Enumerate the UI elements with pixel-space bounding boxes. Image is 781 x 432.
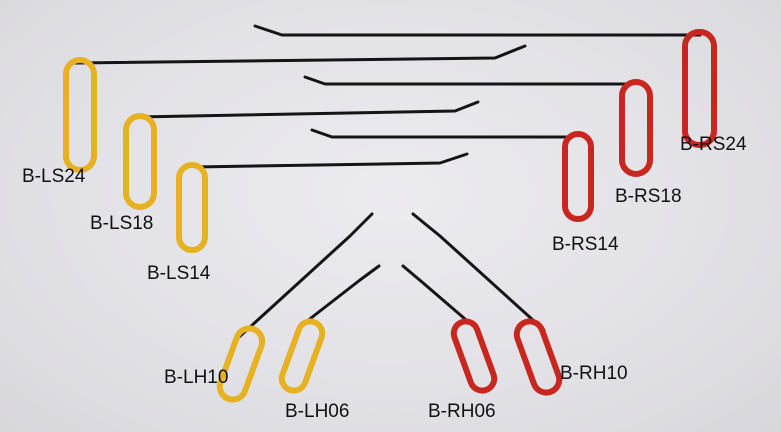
tool-b-ls24 <box>63 44 527 173</box>
rod <box>193 152 469 169</box>
tool-b-rh06 <box>401 264 498 394</box>
label-b-rs24: B-RS24 <box>680 134 747 155</box>
rod <box>300 264 381 327</box>
tool-b-lh06 <box>278 264 381 394</box>
label-b-ls18: B-LS18 <box>90 213 154 234</box>
handle <box>562 131 594 222</box>
handle <box>682 29 717 148</box>
handle <box>63 57 97 173</box>
label-b-rh06: B-RH06 <box>428 401 496 422</box>
tool-b-lh10 <box>216 212 374 403</box>
handle <box>123 113 157 210</box>
handle <box>450 318 498 394</box>
rod <box>310 128 574 139</box>
label-b-lh10: B-LH10 <box>164 367 229 388</box>
rod <box>73 44 527 65</box>
label-b-lh06: B-LH06 <box>285 401 350 422</box>
rod <box>253 24 702 37</box>
handle <box>513 318 563 396</box>
handle <box>216 325 266 403</box>
label-b-rh10: B-RH10 <box>560 363 628 384</box>
handle <box>619 79 653 177</box>
tool-b-rs14 <box>310 128 594 222</box>
rod <box>303 75 632 86</box>
handle <box>176 162 208 253</box>
tool-b-rs18 <box>303 75 653 177</box>
rod <box>136 100 480 119</box>
tool-b-ls18 <box>123 100 480 210</box>
tool-b-rh10 <box>411 212 563 396</box>
handle <box>278 318 326 394</box>
label-b-rs18: B-RS18 <box>615 186 682 207</box>
label-b-rs14: B-RS14 <box>552 234 619 255</box>
label-b-ls14: B-LS14 <box>147 263 211 284</box>
tool-b-rs24 <box>253 24 717 148</box>
label-b-ls24: B-LS24 <box>22 166 86 187</box>
rod <box>401 264 474 327</box>
rod <box>236 212 374 340</box>
tool-b-ls14 <box>176 152 469 253</box>
rod <box>411 212 546 332</box>
